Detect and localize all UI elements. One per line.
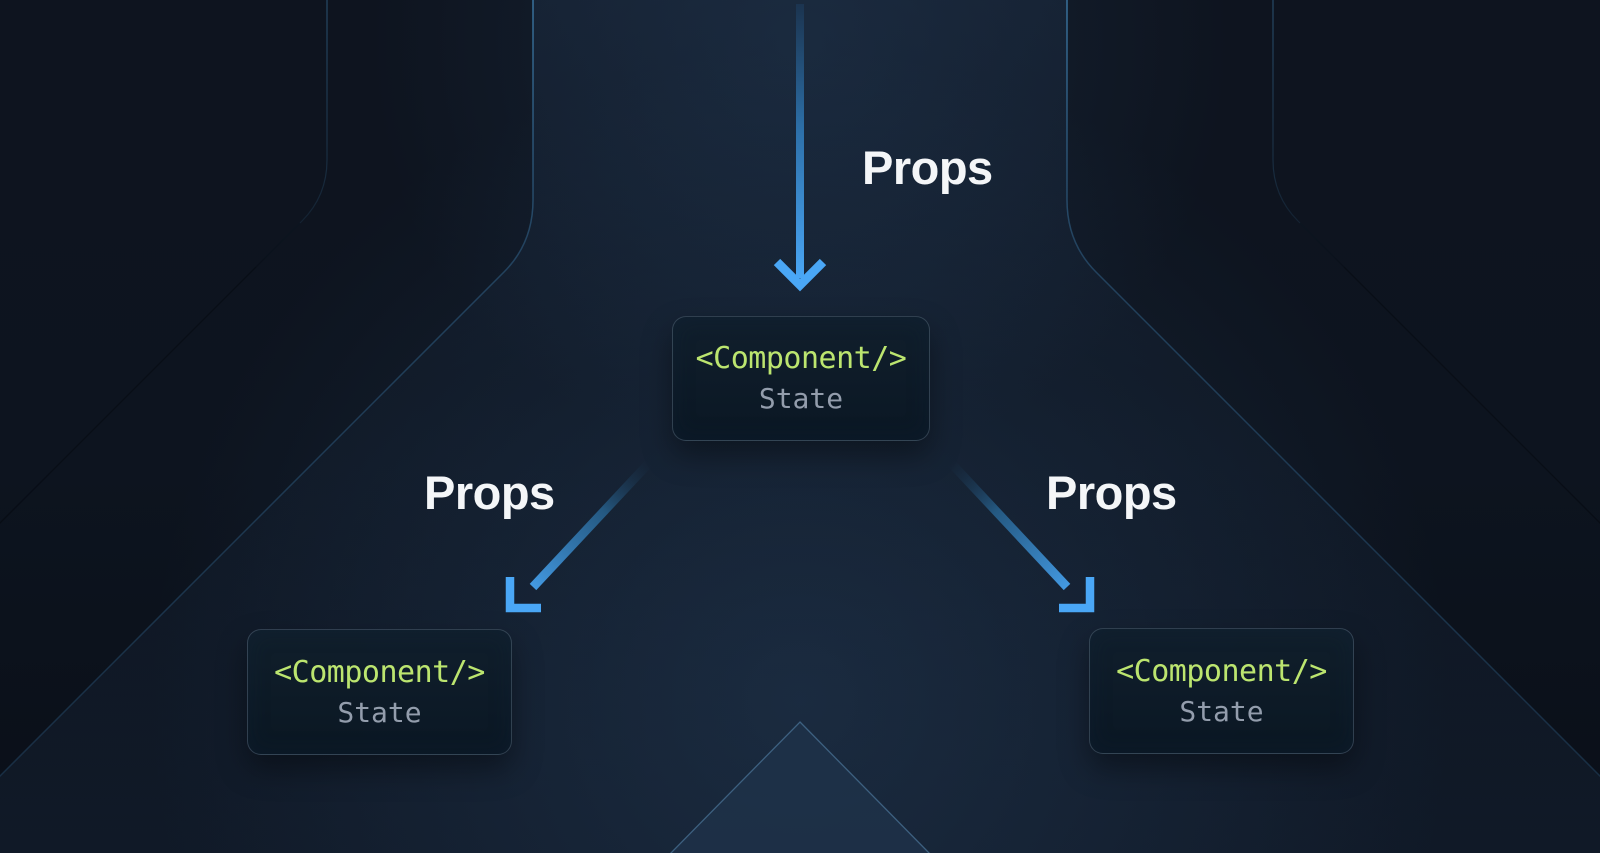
- component-tag: <Component/>: [695, 341, 907, 376]
- props-label-top: Props: [862, 141, 993, 194]
- funnel-line-right: [1066, 0, 1600, 778]
- component-state-label: State: [758, 382, 844, 415]
- component-node-parent: <Component/> State: [672, 316, 930, 441]
- arrow-down-right-icon: [947, 459, 1095, 613]
- funnel-line-left: [0, 0, 534, 778]
- props-label-right: Props: [1046, 466, 1177, 519]
- component-node-child-left: <Component/> State: [247, 629, 512, 755]
- arrow-down-left-icon: [505, 459, 653, 613]
- outer-funnel-line-left: [255, 0, 328, 268]
- component-tag: <Component/>: [1116, 653, 1327, 689]
- props-label-left: Props: [424, 466, 555, 519]
- outer-funnel-line-right: [1272, 0, 1345, 268]
- component-node-child-right: <Component/> State: [1089, 628, 1354, 754]
- crease-right: [1299, 222, 1600, 524]
- bottom-triangle: [670, 721, 930, 853]
- arrow-down-icon: [773, 4, 827, 292]
- crease-left: [0, 222, 301, 524]
- component-tag: <Component/>: [274, 654, 485, 690]
- component-state-label: State: [1179, 694, 1264, 728]
- component-state-label: State: [337, 695, 422, 729]
